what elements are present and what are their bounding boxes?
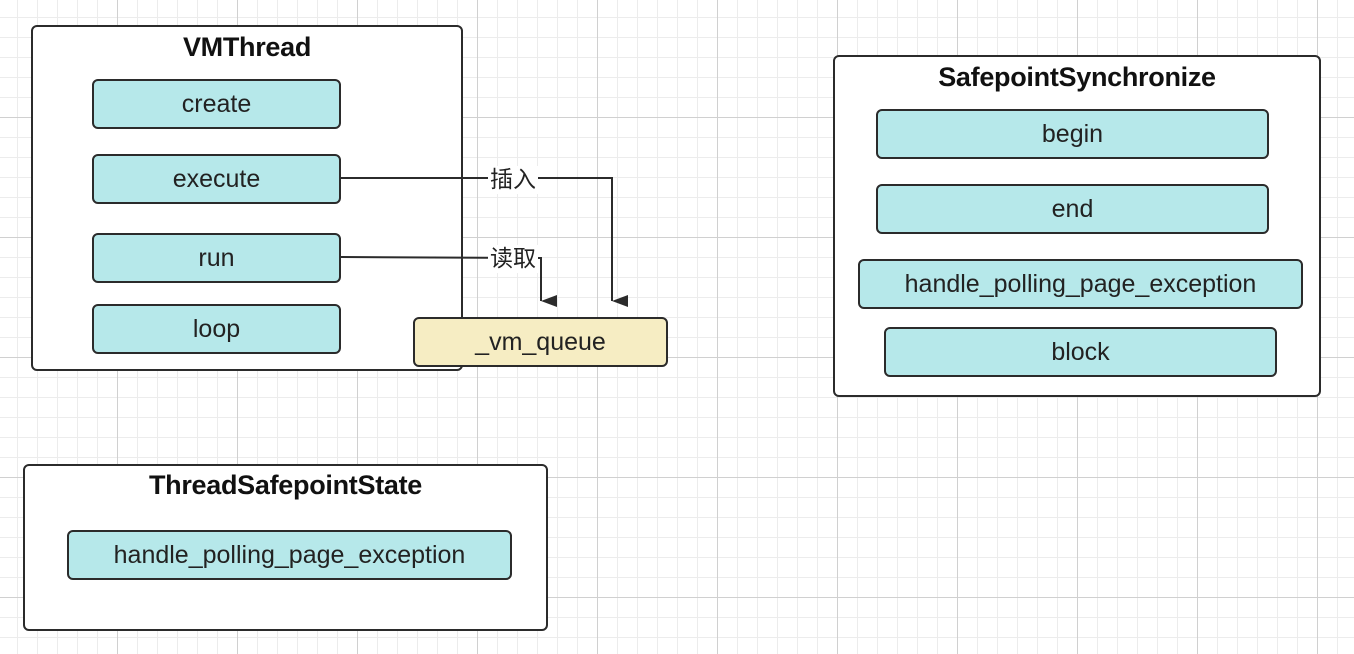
vm-queue-box[interactable]: _vm_queue	[413, 317, 668, 367]
safepoint-synchronize-title: SafepointSynchronize	[938, 62, 1216, 92]
edge-label-read: 读取	[488, 245, 538, 273]
thread-safepoint-state-title: ThreadSafepointState	[148, 470, 423, 500]
safepoint-method-end[interactable]: end	[876, 184, 1269, 234]
safepoint-method-begin[interactable]: begin	[876, 109, 1269, 159]
safepoint-method-block[interactable]: block	[884, 327, 1277, 377]
vmthread-method-loop[interactable]: loop	[92, 304, 341, 354]
vmthread-title: VMThread	[182, 32, 312, 62]
vmthread-method-create[interactable]: create	[92, 79, 341, 129]
vmthread-method-execute[interactable]: execute	[92, 154, 341, 204]
thread-safepoint-state-method-handle-polling-page-exception[interactable]: handle_polling_page_exception	[67, 530, 512, 580]
edge-label-insert: 插入	[488, 166, 538, 194]
vmthread-method-run[interactable]: run	[92, 233, 341, 283]
safepoint-method-handle-polling-page-exception[interactable]: handle_polling_page_exception	[858, 259, 1303, 309]
